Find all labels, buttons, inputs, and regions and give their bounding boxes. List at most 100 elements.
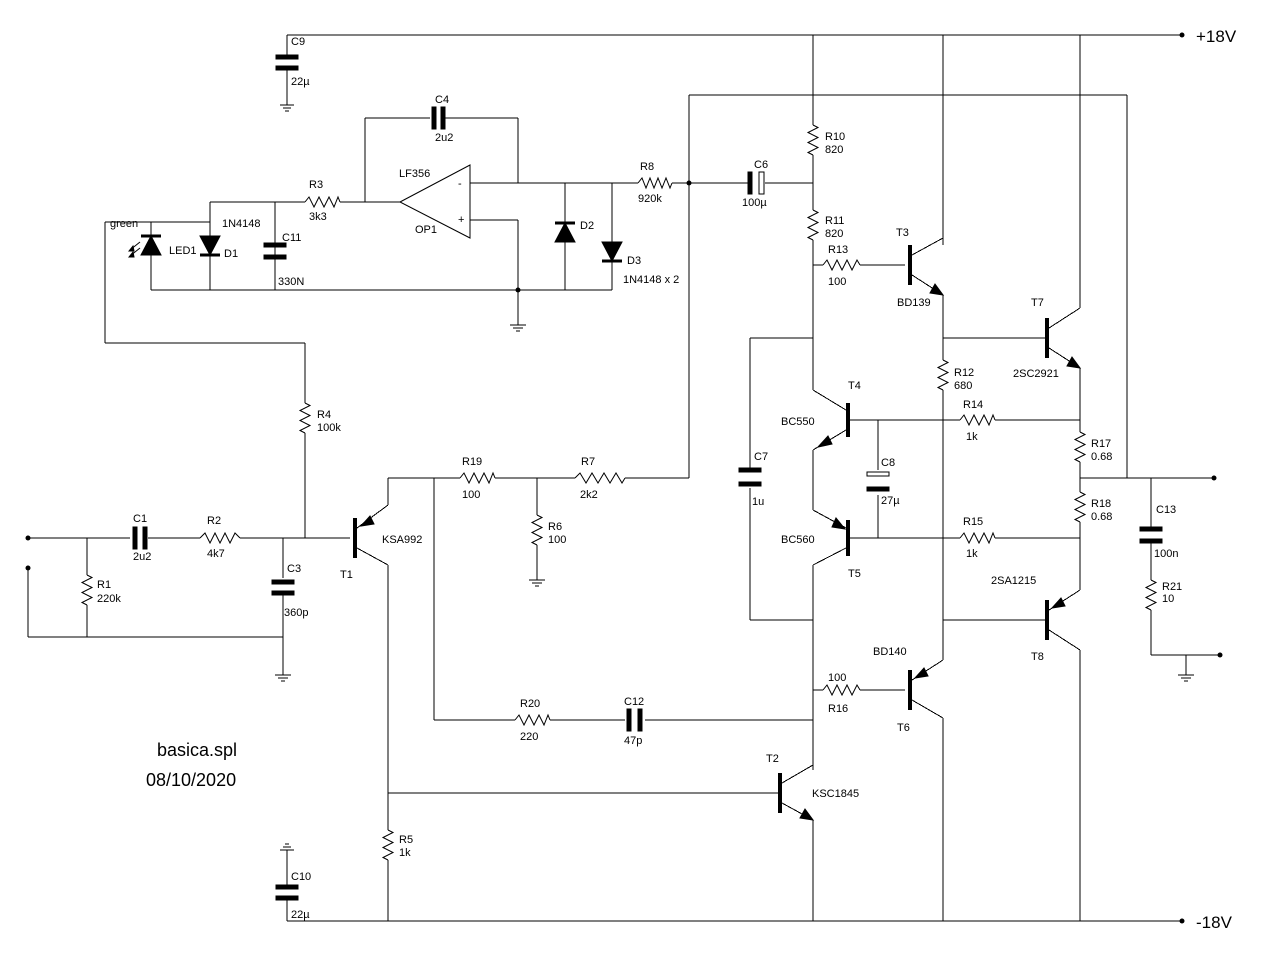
c4-value: 2u2 (435, 132, 453, 144)
r1-value: 220k (97, 593, 121, 605)
c13-ref: C13 (1156, 504, 1176, 516)
transistor-t4 (812, 389, 850, 451)
wires (27, 34, 1220, 922)
resistor-r4 (299, 402, 311, 434)
output-terminal-ground[interactable] (1217, 652, 1223, 658)
resistor-r3 (304, 195, 341, 209)
c8-ref: C8 (881, 457, 895, 469)
r1-ref: R1 (97, 579, 111, 591)
c12-ref: C12 (624, 696, 644, 708)
r15-value: 1k (966, 548, 978, 560)
t8-value: 2SA1215 (991, 575, 1036, 587)
c8-value: 27µ (881, 495, 900, 507)
r19-value: 100 (462, 489, 480, 501)
resistor-r19 (459, 471, 496, 485)
t2-value: KSC1845 (812, 788, 859, 800)
file-date-label: 08/10/2020 (146, 770, 236, 790)
diode-d1 (199, 235, 221, 257)
r17-ref: R17 (1091, 438, 1111, 450)
r21-value: 10 (1162, 593, 1174, 605)
r10-value: 820 (825, 144, 843, 156)
r19-ref: R19 (462, 456, 482, 468)
transistor-t8 (1045, 589, 1081, 651)
r18-value: 0.68 (1091, 511, 1112, 523)
r8-value: 920k (638, 193, 662, 205)
t7-ref: T7 (1031, 297, 1044, 309)
rail-positive-terminal[interactable] (1179, 32, 1185, 38)
r20-value: 220 (520, 731, 538, 743)
input-terminal-signal[interactable] (25, 535, 31, 541)
r6-ref: R6 (548, 521, 562, 533)
t6-ref: T6 (897, 722, 910, 734)
t7-value: 2SC2921 (1013, 368, 1059, 380)
t2-ref: T2 (766, 753, 779, 765)
c1-ref: C1 (133, 513, 147, 525)
resistor-r2 (199, 531, 241, 545)
t4-ref: T4 (848, 380, 861, 392)
t6-value: BD140 (873, 646, 907, 658)
c10-value: 22µ (291, 909, 310, 921)
r3-value: 3k3 (309, 211, 327, 223)
capacitor-c8 (866, 471, 890, 492)
r12-ref: R12 (954, 367, 974, 379)
r8-ref: R8 (640, 161, 654, 173)
transistor-t2 (778, 764, 815, 821)
t3-ref: T3 (896, 227, 909, 239)
c9-ref: C9 (291, 36, 305, 48)
c12-value: 47p (624, 735, 642, 747)
c1-value: 2u2 (133, 551, 151, 563)
resistor-r8 (637, 176, 673, 190)
input-terminal-ground[interactable] (25, 565, 31, 571)
resistor-r6 (531, 514, 543, 546)
r12-value: 680 (954, 380, 972, 392)
resistor-r5 (382, 829, 394, 861)
capacitor-c12 (626, 708, 643, 732)
transistor-t7 (1045, 307, 1082, 369)
rail-negative-label: -18V (1196, 913, 1233, 932)
r14-value: 1k (966, 431, 978, 443)
capacitor-c11 (263, 242, 287, 260)
r18-ref: R18 (1091, 498, 1111, 510)
led1-value: green (110, 218, 138, 230)
transistor-t5 (812, 509, 850, 566)
c10-ref: C10 (291, 871, 311, 883)
resistor-r10 (807, 124, 819, 156)
c7-ref: C7 (754, 451, 768, 463)
r5-ref: R5 (399, 834, 413, 846)
c3-value: 360p (284, 607, 308, 619)
d3-ref: D3 (627, 255, 641, 267)
r6-value: 100 (548, 534, 566, 546)
r21-ref: R21 (1162, 581, 1182, 593)
output-terminal-signal[interactable] (1211, 475, 1217, 481)
rail-positive-label: +18V (1196, 27, 1237, 46)
r7-value: 2k2 (580, 489, 598, 501)
c11-value: 330N (278, 276, 304, 288)
opamp-minus-label: - (458, 178, 462, 190)
resistor-r18 (1074, 491, 1086, 523)
c4-ref: C4 (435, 94, 449, 106)
t1-value: KSA992 (382, 534, 422, 546)
r10-ref: R10 (825, 131, 845, 143)
d1-ref: D1 (224, 248, 238, 260)
t5-ref: T5 (848, 568, 861, 580)
d1-value: 1N4148 (222, 218, 261, 230)
r11-value: 820 (825, 228, 843, 240)
transistor-t6 (908, 659, 944, 719)
resistor-r12 (937, 359, 949, 391)
capacitor-c9 (275, 54, 299, 71)
r14-ref: R14 (963, 399, 983, 411)
r20-ref: R20 (520, 698, 540, 710)
transistor-t3 (908, 237, 945, 296)
d2-ref: D2 (580, 220, 594, 232)
capacitor-c1 (132, 526, 148, 550)
op1-ref: OP1 (415, 224, 437, 236)
rail-negative-terminal[interactable] (1179, 918, 1185, 924)
c6-value: 100µ (742, 197, 767, 209)
diode-d3 (601, 241, 623, 263)
r16-ref: R16 (828, 703, 848, 715)
r2-ref: R2 (207, 515, 221, 527)
resistor-r1 (81, 574, 93, 606)
opamp-plus-label: + (458, 214, 464, 226)
resistor-r14 (959, 413, 996, 427)
